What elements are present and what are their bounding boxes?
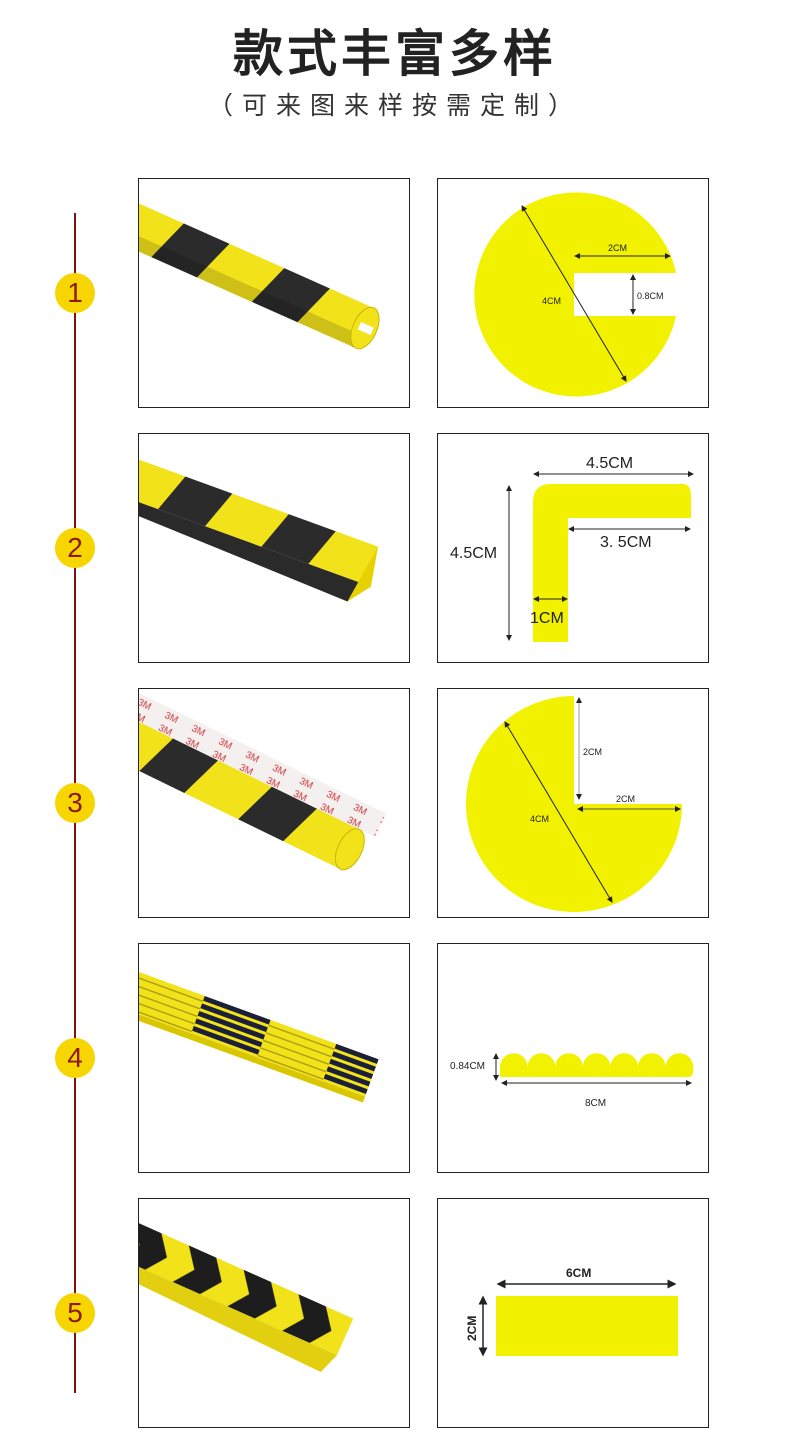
diameter-label: 4CM bbox=[530, 814, 549, 824]
diameter-label: 4CM bbox=[542, 296, 561, 306]
top-label: 4.5CM bbox=[586, 455, 633, 472]
width-label: 8CM bbox=[585, 1098, 606, 1109]
height-label: 0.84CM bbox=[450, 1061, 485, 1072]
vertical-label: 2CM bbox=[583, 747, 602, 757]
product-photo-5 bbox=[138, 1198, 410, 1428]
profile-diagram-4: 0.84CM 8CM bbox=[437, 943, 709, 1173]
flat-profile bbox=[496, 1296, 678, 1356]
product-photo-3 bbox=[138, 688, 410, 918]
product-photo-1 bbox=[138, 178, 410, 408]
page-subtitle: （可来图来样按需定制） bbox=[207, 91, 582, 120]
profile-diagram-1: 2CM 0.8CM 4CM bbox=[437, 178, 709, 408]
width-label: 2CM bbox=[608, 243, 627, 253]
profile-diagram-2: 4.5CM 4.5CM 3. 5CM 1CM bbox=[437, 433, 709, 663]
product-photo-2 bbox=[138, 433, 410, 663]
inner-label: 3. 5CM bbox=[600, 534, 652, 551]
height-label: 2CM bbox=[465, 1316, 479, 1341]
profile-diagram-3: 2CM 2CM 4CM bbox=[437, 688, 709, 918]
step-badge-1: 1 bbox=[55, 273, 95, 313]
slot-label: 0.8CM bbox=[637, 291, 664, 301]
page-title: 款式丰富多样 bbox=[233, 25, 557, 83]
thickness-label: 1CM bbox=[530, 610, 564, 627]
step-badge-4: 4 bbox=[55, 1038, 95, 1078]
horizontal-label: 2CM bbox=[616, 794, 635, 804]
side-label: 4.5CM bbox=[450, 545, 497, 562]
step-badge-3: 3 bbox=[55, 783, 95, 823]
step-badge-2: 2 bbox=[55, 528, 95, 568]
scalloped-profile bbox=[500, 1053, 694, 1077]
product-photo-4 bbox=[138, 943, 410, 1173]
profile-diagram-5: 6CM 2CM bbox=[437, 1198, 709, 1428]
angle-profile bbox=[533, 484, 691, 642]
step-badge-5: 5 bbox=[55, 1293, 95, 1333]
three-quarter-round-profile bbox=[466, 696, 682, 912]
width-label: 6CM bbox=[566, 1266, 591, 1280]
